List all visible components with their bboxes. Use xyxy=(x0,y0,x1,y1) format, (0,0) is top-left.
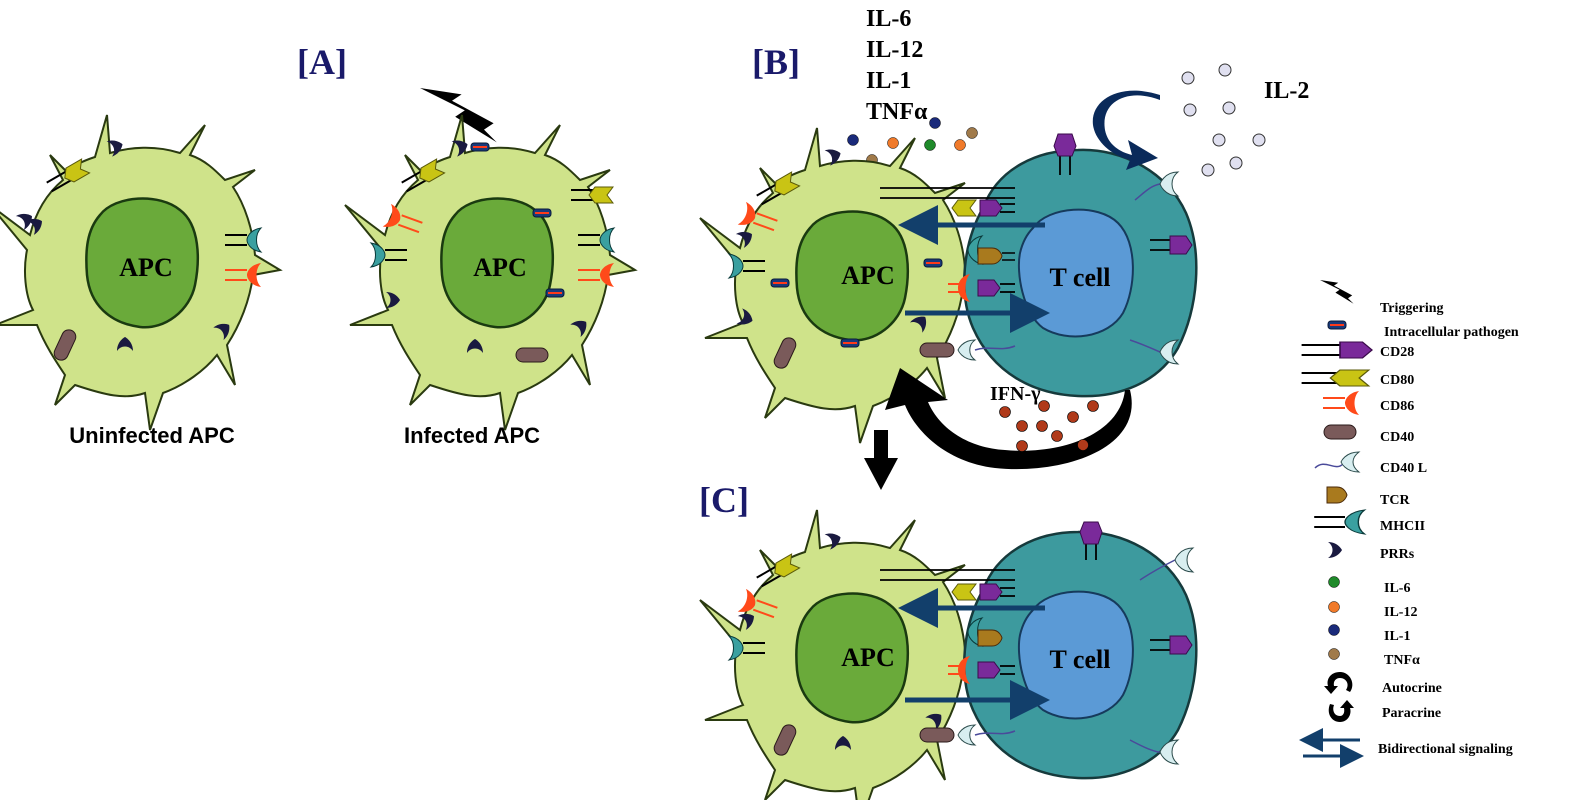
legend-bidirectional: Bidirectional signaling xyxy=(1378,742,1513,757)
tcell-label: T cell xyxy=(1050,263,1111,292)
cytokine-label-il12: IL-12 xyxy=(866,37,923,63)
tnfa-dot-icon xyxy=(1328,648,1340,660)
cytokine-label-il1: IL-1 xyxy=(866,68,911,94)
pathogen-icon xyxy=(1327,320,1347,330)
legend-triggering: Triggering xyxy=(1380,301,1444,316)
paracrine-icon xyxy=(1328,700,1354,722)
legend-cd86: CD86 xyxy=(1380,399,1414,414)
cd86-icon xyxy=(1322,390,1360,416)
apc-label: APC xyxy=(841,261,894,290)
autocrine-icon xyxy=(1324,672,1353,694)
synapse-molecules-c xyxy=(880,521,1195,765)
legend-cd40l: CD40 L xyxy=(1380,461,1427,476)
il6-dot-icon xyxy=(1328,576,1340,588)
triggering-icon xyxy=(1320,280,1354,304)
cd40l-icon xyxy=(1314,451,1360,473)
apc-label: APC xyxy=(841,643,894,672)
panel-label-b: [B] xyxy=(752,42,800,82)
cytokine-label-il6: IL-6 xyxy=(866,6,911,32)
apc-label: APC xyxy=(473,253,526,282)
legend-pathogen: Intracellular pathogen xyxy=(1384,325,1519,340)
il12-dot-icon xyxy=(1328,601,1340,613)
legend-cd28: CD28 xyxy=(1380,345,1414,360)
paracrine-arrow-icon xyxy=(885,368,1132,470)
legend-prrs: PRRs xyxy=(1380,547,1415,562)
legend-il6: IL-6 xyxy=(1384,581,1410,596)
tcr-icon xyxy=(1326,486,1348,504)
legend-il12: IL-12 xyxy=(1384,605,1417,620)
legend: Triggering Intracellular pathogen CD28 C… xyxy=(1299,280,1519,768)
legend-tcr: TCR xyxy=(1380,493,1410,508)
legend-tnfa: TNFα xyxy=(1384,653,1420,668)
cd40-icon xyxy=(1323,424,1357,440)
ifn-dots xyxy=(999,400,1099,452)
caption-infected: Infected APC xyxy=(404,423,540,448)
il2-dots xyxy=(1181,63,1266,177)
caption-uninfected: Uninfected APC xyxy=(69,423,235,448)
prr-icon xyxy=(1328,542,1342,558)
panel-label-a: [A] xyxy=(297,42,347,82)
tcell-label: T cell xyxy=(1050,645,1111,674)
legend-paracrine: Paracrine xyxy=(1382,706,1441,721)
cd28-icon xyxy=(1299,340,1374,360)
cd80-icon xyxy=(1299,368,1371,388)
down-arrow-icon xyxy=(864,430,898,490)
autocrine-arrow-icon xyxy=(1092,90,1160,170)
legend-cd80: CD80 xyxy=(1380,373,1414,388)
cytokine-label-tnfa: TNFα xyxy=(866,99,928,125)
ifn-label: IFN-γ xyxy=(990,383,1041,405)
panel-label-c: [C] xyxy=(699,480,749,520)
synapse-molecules-b xyxy=(880,133,1193,365)
il1-dot-icon xyxy=(1328,624,1340,636)
mhcii-icon xyxy=(1312,508,1366,536)
il2-label: IL-2 xyxy=(1264,78,1309,104)
legend-cd40: CD40 xyxy=(1380,430,1414,445)
legend-mhcii: MHCII xyxy=(1380,519,1425,534)
legend-autocrine: Autocrine xyxy=(1382,681,1442,696)
apc-label: APC xyxy=(119,253,172,282)
legend-il1: IL-1 xyxy=(1384,629,1410,644)
